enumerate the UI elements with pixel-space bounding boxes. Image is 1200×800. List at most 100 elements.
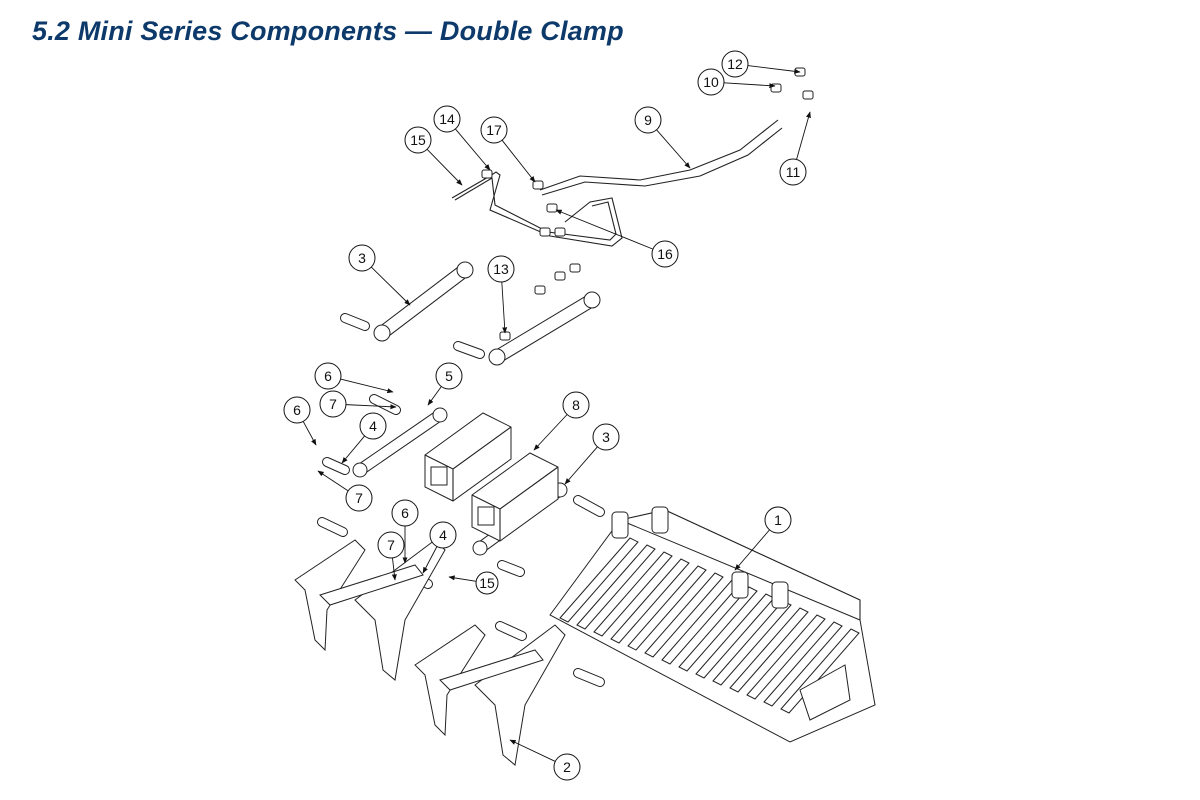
box-edges xyxy=(471,466,559,541)
fitting xyxy=(499,331,511,341)
callout-number: 8 xyxy=(572,397,580,413)
pin-body xyxy=(574,496,604,516)
cylinder-eye xyxy=(432,407,448,423)
bucket-side-panel xyxy=(799,664,851,721)
fitting xyxy=(569,263,581,273)
leader-arrow xyxy=(345,404,397,410)
leader-arrow xyxy=(448,575,477,582)
rake-bucket xyxy=(549,506,876,743)
clamp-box xyxy=(471,452,559,542)
callout-circle xyxy=(764,506,792,534)
leader-arrow xyxy=(501,139,536,183)
callout-number: 7 xyxy=(329,396,337,412)
cylinder-eye xyxy=(472,540,488,556)
bucket-tine xyxy=(627,565,707,651)
callout-1: 1 xyxy=(734,506,792,571)
callout-circle xyxy=(319,390,347,418)
pin-body xyxy=(323,458,349,474)
callout-14: 14 xyxy=(433,105,491,171)
bucket-tine xyxy=(559,537,639,623)
callout-number: 15 xyxy=(410,132,426,148)
callout-16: 16 xyxy=(555,209,679,268)
callout-2: 2 xyxy=(509,739,581,781)
pin xyxy=(322,457,350,475)
callout-7: 7 xyxy=(319,390,397,418)
bucket-mount-plate xyxy=(651,506,669,534)
leader-arrow xyxy=(509,739,556,762)
callout-number: 2 xyxy=(563,759,571,775)
callout-3: 3 xyxy=(564,423,620,485)
pin xyxy=(453,341,485,359)
leader-arrow xyxy=(564,446,598,485)
callout-number: 3 xyxy=(602,429,610,445)
bucket-tine xyxy=(610,558,690,644)
callout-6: 6 xyxy=(314,362,394,394)
leader-arrow xyxy=(501,281,508,334)
callout-circle xyxy=(283,396,311,424)
leader-arrow xyxy=(555,209,654,250)
callout-circle xyxy=(562,391,590,419)
arm-tube xyxy=(439,649,544,691)
bucket-tine xyxy=(712,600,792,686)
callout-circle xyxy=(435,362,463,390)
clamp-box xyxy=(424,412,512,502)
callout-6: 6 xyxy=(391,499,419,564)
leader-arrow xyxy=(427,386,442,406)
box-opening xyxy=(477,506,495,526)
callout-number: 10 xyxy=(703,74,719,90)
callout-8: 8 xyxy=(533,391,590,451)
clamp-arm xyxy=(414,624,566,766)
pin-body xyxy=(496,622,526,640)
fitting xyxy=(802,90,814,100)
callout-number: 16 xyxy=(657,246,673,262)
callout-circle xyxy=(475,571,499,595)
pin xyxy=(369,394,401,415)
callout-number: 6 xyxy=(324,368,332,384)
pin xyxy=(317,517,348,537)
callout-11: 11 xyxy=(779,111,811,186)
leader-arrow xyxy=(796,111,811,160)
pin xyxy=(573,668,605,687)
callout-circle xyxy=(348,244,376,272)
bucket-tine xyxy=(593,551,673,637)
leader-arrow xyxy=(455,128,491,171)
callout-number: 6 xyxy=(293,402,301,418)
callout-12: 12 xyxy=(721,50,801,78)
hydraulic-cylinder xyxy=(373,261,474,342)
bucket-tine xyxy=(678,586,758,672)
leader-arrow xyxy=(734,529,770,571)
callout-number: 17 xyxy=(486,122,502,138)
callout-circle xyxy=(480,116,508,144)
hydraulic-hose xyxy=(451,171,623,247)
callout-circle xyxy=(433,105,461,133)
callout-number: 6 xyxy=(401,505,409,521)
pin-body xyxy=(370,395,400,414)
callout-number: 13 xyxy=(493,261,509,277)
cylinder-body xyxy=(376,264,471,339)
bucket-mount-plate xyxy=(771,581,789,609)
arm-tube xyxy=(319,564,424,606)
bucket-tine xyxy=(763,621,843,707)
pin-body xyxy=(574,669,604,686)
callout-circle xyxy=(592,423,620,451)
callout-circle xyxy=(345,484,373,512)
fitting xyxy=(554,227,566,237)
callout-7: 7 xyxy=(317,470,373,512)
callout-15: 15 xyxy=(404,126,463,186)
callout-circle xyxy=(314,362,342,390)
cylinder-eye xyxy=(352,462,368,478)
callout-4: 4 xyxy=(341,412,387,464)
leader-arrow xyxy=(656,129,691,169)
callout-circle xyxy=(391,499,419,527)
callout-number: 4 xyxy=(369,418,377,434)
leader-arrow xyxy=(370,266,411,306)
callout-5: 5 xyxy=(427,362,463,406)
callout-10: 10 xyxy=(697,68,776,96)
cylinder-eye xyxy=(373,324,391,342)
cylinder-body xyxy=(491,294,598,363)
callout-number: 4 xyxy=(439,527,447,543)
pin-body xyxy=(341,314,369,330)
callout-number: 15 xyxy=(479,575,495,591)
